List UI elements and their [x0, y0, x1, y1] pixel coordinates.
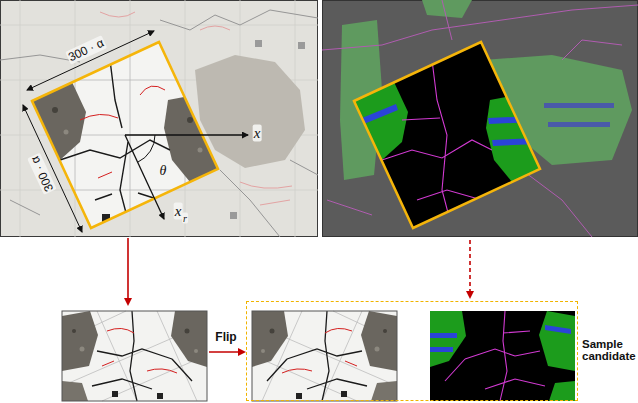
photo-panel-part — [1, 1, 318, 237]
photo-panel-part — [138, 135, 155, 162]
photo-panel-part — [23, 105, 82, 232]
selected-photo-region-part — [187, 117, 193, 123]
mask-panel-part — [544, 103, 614, 108]
angle-label: θ — [159, 163, 168, 179]
axis-label: x — [174, 203, 183, 220]
flip-label: Flip — [214, 330, 237, 344]
axis-subscript: r — [182, 213, 188, 224]
photo-panel — [0, 0, 318, 237]
selected-photo-region-part — [52, 107, 58, 113]
sample-candidate-frame: Sample candidate — [246, 301, 578, 401]
photo-panel-part — [195, 55, 305, 168]
flipped-mask — [430, 311, 575, 401]
mask-panel-part — [422, 0, 472, 18]
cropped-photo — [62, 311, 207, 401]
photo-panel-part — [298, 42, 305, 49]
selected-photo-region-part — [164, 94, 218, 182]
axis-label: x — [253, 125, 262, 142]
crop-arrow — [127, 238, 129, 304]
photo-panel-part — [125, 134, 248, 135]
photo-panel-part — [27, 31, 154, 90]
selected-photo-region-part — [80, 86, 165, 178]
flipped-photo — [252, 311, 397, 401]
selected-mask-region-part — [486, 94, 540, 182]
photo-panel-part — [0, 0, 318, 237]
mask-panel-part — [323, 1, 638, 237]
selected-mask-region — [322, 0, 638, 237]
selected-photo-region-part — [64, 130, 69, 135]
selected-photo-region-part — [0, 0, 318, 237]
selected-mask-region-part — [382, 60, 492, 228]
photo-panel-part — [255, 40, 262, 47]
flip-arrow — [209, 351, 244, 353]
selected-photo-region — [0, 0, 318, 237]
photo-panel-part — [230, 212, 237, 219]
selected-photo-region-part — [60, 60, 170, 228]
mask-crop-arrow — [469, 240, 471, 297]
mask-panel-part — [548, 122, 610, 127]
mask-panel — [322, 0, 638, 237]
mask-panel-part — [322, 0, 638, 237]
selected-photo-region-part — [198, 148, 203, 153]
selected-mask-region-part — [322, 0, 638, 237]
selected-photo-region-part — [0, 0, 318, 237]
node-caption: Sample candidate — [582, 338, 638, 362]
selected-photo-region-part — [70, 200, 78, 208]
mask-panel-part — [354, 42, 540, 228]
